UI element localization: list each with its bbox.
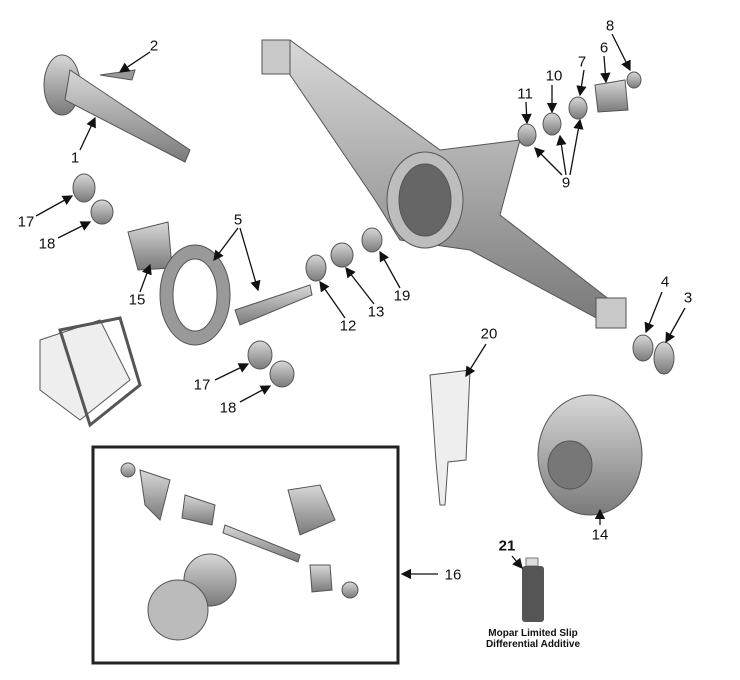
bearing-17a [72, 173, 96, 203]
bearing-4 [632, 334, 654, 362]
callout-11: 11 [517, 85, 533, 103]
callout-16: 16 [444, 566, 462, 584]
bearing-cup-11 [517, 123, 537, 147]
seal-7 [568, 96, 588, 120]
callout-15: 15 [128, 291, 146, 309]
cup-18b [269, 360, 295, 388]
callout-7: 7 [577, 53, 587, 71]
callout-20: 20 [480, 325, 498, 343]
callout-6: 6 [599, 39, 609, 57]
callout-14: 14 [591, 526, 609, 544]
callout-1: 1 [70, 149, 80, 167]
callout-18a: 18 [38, 235, 56, 253]
additive-caption: Mopar Limited Slip Differential Additive [478, 628, 588, 650]
additive-bottle [522, 557, 544, 622]
callout-12: 12 [339, 317, 357, 335]
differential-kit-box [91, 445, 400, 665]
bearing-12 [305, 254, 327, 282]
callout-5: 5 [233, 211, 243, 229]
callout-2: 2 [149, 37, 159, 55]
callout-13: 13 [367, 303, 385, 321]
callout-21: 21 [498, 537, 516, 555]
callout-10: 10 [545, 67, 563, 85]
callout-19: 19 [393, 287, 411, 305]
bearing-10 [542, 112, 562, 136]
callout-8: 8 [605, 17, 615, 35]
nut-8 [626, 71, 642, 89]
cup-18a [90, 199, 114, 225]
cup-13 [330, 242, 354, 268]
bearing-17b [247, 340, 273, 370]
seal-19 [361, 227, 383, 253]
diff-case-15 [127, 221, 173, 271]
callout-3: 3 [683, 289, 693, 307]
wheel-stud [99, 69, 136, 81]
axle-housing [261, 39, 627, 329]
axle-shaft [43, 54, 191, 163]
callout-17b: 17 [193, 376, 211, 394]
callout-17a: 17 [17, 213, 35, 231]
callout-4: 4 [660, 273, 670, 291]
additive-caption-line2: Differential Additive [485, 639, 581, 650]
yoke-6 [594, 79, 629, 113]
pinion-gear [234, 284, 313, 326]
rtv-tube [429, 369, 471, 506]
cover-gasket [58, 316, 142, 428]
callout-arrows [35, 33, 686, 580]
cup-3 [653, 341, 675, 375]
callout-18b: 18 [219, 399, 237, 417]
additive-caption-line1: Mopar Limited Slip [488, 628, 578, 639]
callout-9: 9 [561, 174, 571, 192]
